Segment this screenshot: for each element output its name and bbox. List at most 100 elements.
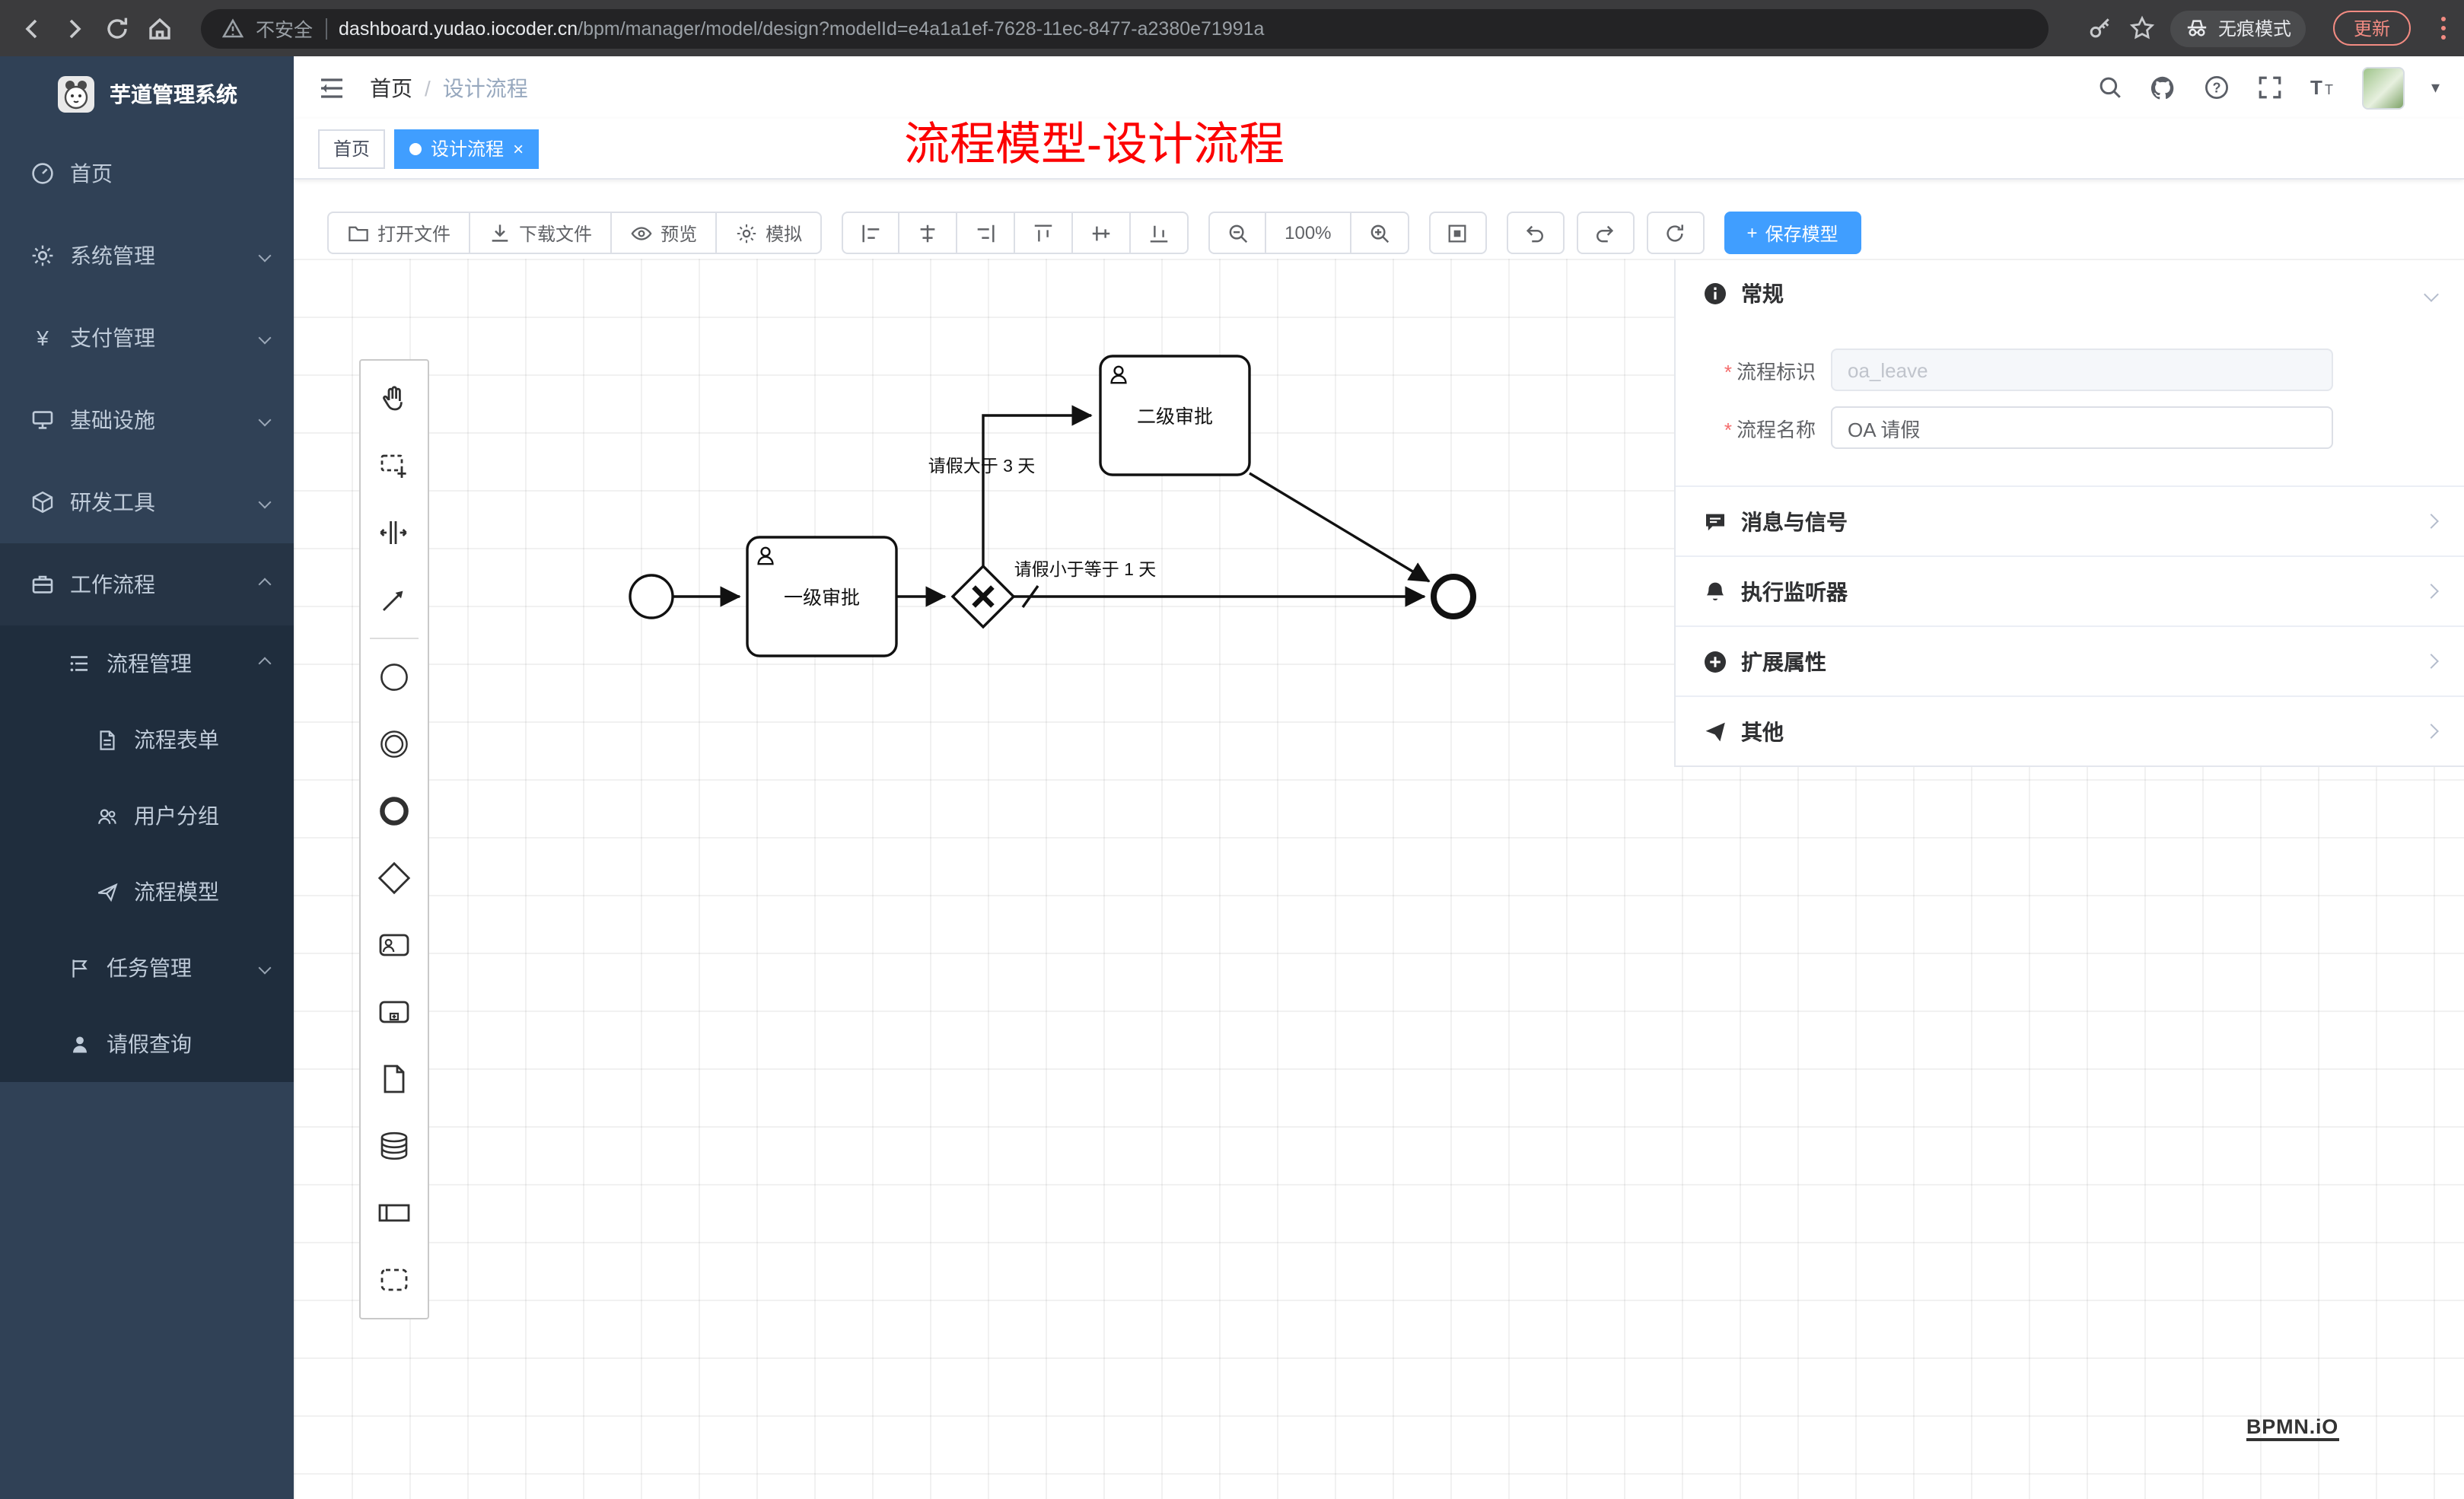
fit-viewport-button[interactable]: [1428, 212, 1487, 254]
section-extended-attributes[interactable]: 扩展属性: [1676, 625, 2464, 695]
active-dot-icon: [409, 142, 422, 154]
tab-label: 首页: [333, 138, 371, 160]
lasso-tool-icon[interactable]: [364, 432, 425, 499]
undo-button[interactable]: [1506, 212, 1565, 254]
redo-button[interactable]: [1576, 212, 1635, 254]
task-first-approval[interactable]: [746, 536, 898, 657]
breadcrumb: 首页 / 设计流程: [370, 72, 528, 103]
align-middle-button[interactable]: [1073, 212, 1132, 254]
sidebar-item-user-group[interactable]: 用户分组: [0, 778, 294, 854]
section-general[interactable]: 常规: [1676, 260, 2464, 327]
data-store-icon[interactable]: [364, 1112, 425, 1179]
hand-tool-icon[interactable]: [364, 365, 425, 432]
app-title: 芋道管理系统: [110, 82, 237, 107]
align-group: [842, 212, 1189, 254]
reload-icon[interactable]: [103, 14, 131, 42]
start-event-icon[interactable]: [364, 644, 425, 711]
restart-button[interactable]: [1646, 212, 1705, 254]
sidebar-item-label: 系统管理: [70, 243, 155, 268]
url-host: dashboard.yudao.iocoder.cn: [339, 18, 578, 39]
align-left-button[interactable]: [842, 212, 900, 254]
process-key-input[interactable]: [1831, 348, 2333, 391]
users-icon: [94, 804, 119, 828]
open-file-button[interactable]: 打开文件: [327, 212, 471, 254]
sidebar-item-task-mgmt[interactable]: 任务管理: [0, 930, 294, 1006]
sidebar-item-payment[interactable]: ¥ 支付管理: [0, 297, 294, 379]
chevron-down-icon: [258, 495, 272, 509]
github-icon[interactable]: [2150, 74, 2177, 101]
section-other[interactable]: 其他: [1676, 695, 2464, 765]
password-key-icon[interactable]: [2086, 14, 2113, 42]
tab-design-process[interactable]: 设计流程 ×: [394, 129, 540, 168]
home-icon[interactable]: [146, 14, 173, 42]
sidebar-item-process-form[interactable]: 流程表单: [0, 702, 294, 778]
zoom-out-icon: [1226, 221, 1249, 244]
end-event[interactable]: [1431, 574, 1476, 619]
end-event-icon[interactable]: [364, 778, 425, 845]
back-icon[interactable]: [18, 14, 46, 42]
save-model-button[interactable]: + 保存模型: [1724, 212, 1861, 254]
user-avatar[interactable]: [2362, 66, 2405, 109]
start-event[interactable]: [629, 574, 674, 619]
app-logo[interactable]: 芋道管理系统: [0, 56, 294, 132]
forward-icon[interactable]: [61, 14, 88, 42]
process-name-input[interactable]: [1831, 406, 2333, 449]
incognito-icon: [2186, 17, 2209, 40]
preview-button[interactable]: 预览: [612, 212, 718, 254]
chevron-up-icon: [258, 578, 272, 591]
align-top-button[interactable]: [1015, 212, 1074, 254]
security-label: 不安全: [256, 20, 314, 41]
flow-task2-to-end: [1249, 472, 1431, 583]
avatar-caret-icon[interactable]: ▾: [2431, 79, 2440, 97]
sidebar-item-system[interactable]: 系统管理: [0, 215, 294, 297]
sidebar-item-workflow[interactable]: 工作流程: [0, 543, 294, 625]
chevron-down-icon: [258, 249, 272, 263]
collapse-sidebar-icon[interactable]: [318, 74, 345, 101]
sidebar-item-process-mgmt[interactable]: 流程管理: [0, 625, 294, 702]
flag-icon: [67, 956, 91, 980]
annotation-title: 流程模型-设计流程: [904, 120, 1285, 170]
simulate-button[interactable]: 模拟: [717, 212, 823, 254]
section-messages-signals[interactable]: 消息与信号: [1676, 485, 2464, 555]
url-bar[interactable]: 不安全 dashboard.yudao.iocoder.cn/bpm/manag…: [201, 8, 2049, 48]
section-execution-listeners[interactable]: 执行监听器: [1676, 555, 2464, 625]
task-second-approval[interactable]: [1099, 355, 1251, 476]
tab-home[interactable]: 首页: [318, 129, 386, 168]
fullscreen-icon[interactable]: [2256, 74, 2284, 101]
align-right-button[interactable]: [957, 212, 1016, 254]
user-task-icon[interactable]: [364, 912, 425, 979]
align-bottom-button[interactable]: [1131, 212, 1189, 254]
participant-pool-icon[interactable]: [364, 1179, 425, 1246]
space-tool-icon[interactable]: [364, 499, 425, 566]
info-icon: [1703, 282, 1727, 306]
help-icon[interactable]: ?: [2203, 74, 2230, 101]
url-divider: [325, 18, 327, 39]
close-icon[interactable]: ×: [513, 138, 524, 159]
data-object-icon[interactable]: [364, 1045, 425, 1112]
undo-icon: [1524, 221, 1547, 244]
sidebar-item-home[interactable]: 首页: [0, 132, 294, 215]
gateway-icon[interactable]: [364, 845, 425, 912]
sidebar-item-devtools[interactable]: 研发工具: [0, 461, 294, 543]
browser-update-button[interactable]: 更新: [2333, 11, 2410, 46]
search-icon[interactable]: [2096, 74, 2124, 101]
chevron-right-icon: [2424, 514, 2439, 529]
sidebar-item-infra[interactable]: 基础设施: [0, 379, 294, 461]
browser-menu-icon[interactable]: [2440, 16, 2446, 40]
sidebar-item-leave-query[interactable]: 请假查询: [0, 1006, 294, 1082]
download-file-button[interactable]: 下载文件: [470, 212, 613, 254]
zoom-out-button[interactable]: [1208, 212, 1267, 254]
group-icon[interactable]: [364, 1246, 425, 1313]
sidebar-item-process-model[interactable]: 流程模型: [0, 854, 294, 930]
zoom-in-button[interactable]: [1351, 212, 1409, 254]
align-center-button[interactable]: [899, 212, 958, 254]
sub-process-icon[interactable]: [364, 979, 425, 1045]
bpmn-io-watermark[interactable]: BPMN.iO: [2246, 1415, 2339, 1441]
intermediate-event-icon[interactable]: [364, 711, 425, 778]
breadcrumb-home[interactable]: 首页: [370, 75, 412, 100]
chevron-right-icon: [2424, 654, 2439, 669]
bookmark-star-icon[interactable]: [2128, 14, 2156, 42]
global-connect-tool-icon[interactable]: [364, 566, 425, 633]
sidebar-item-label: 流程模型: [134, 880, 219, 904]
